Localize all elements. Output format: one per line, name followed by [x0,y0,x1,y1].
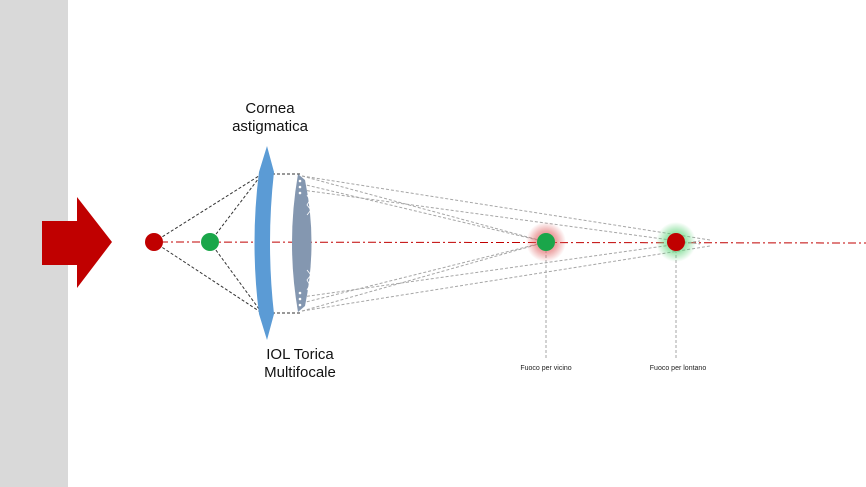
far-focus-label: Fuoco per lontano [649,365,707,372]
iol-label-line1: IOL Torica [266,346,334,363]
object-point-green [201,233,219,251]
astigmatic-cornea [254,146,274,340]
cornea-label-line2: astigmatica [232,118,308,135]
far-focus-point [667,233,685,251]
toric-multifocal-iol [292,174,312,312]
object-rays [153,173,302,314]
near-focus-label: Fuoco per vicino [520,365,572,372]
iol-label-line2: Multifocale [264,364,336,381]
iol-label: IOL Torica Multifocale [250,346,350,382]
focus-guides [545,250,677,358]
cornea-label: Cornea astigmatica [220,100,320,136]
incoming-light-arrow [42,197,112,288]
refracted-rays [301,175,711,312]
iol-sawtooth [306,194,312,291]
object-point-red [145,233,163,251]
cornea-label-line1: Cornea [245,100,295,117]
iol-ridges [298,179,302,307]
near-focus-point [537,233,555,251]
optical-axis [159,241,866,244]
